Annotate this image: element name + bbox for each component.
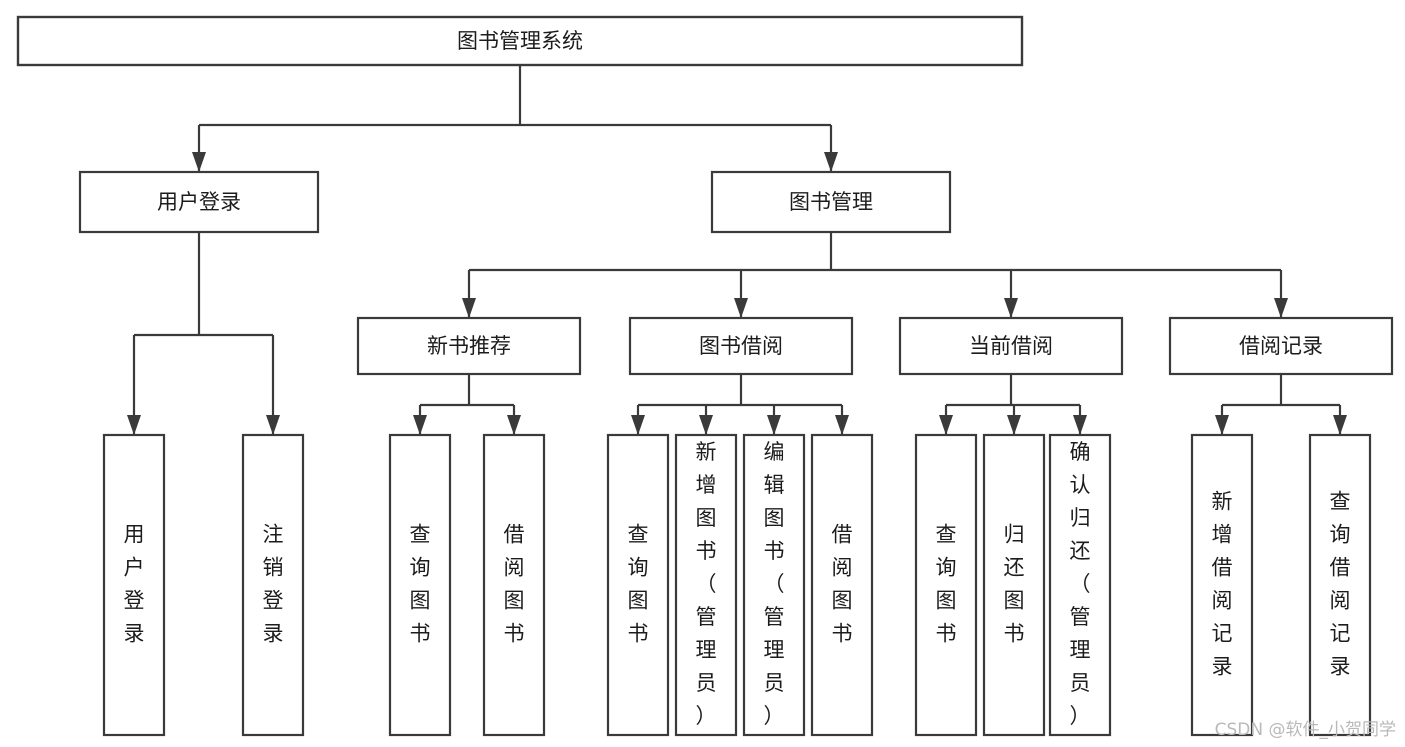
arrow-head-icon — [1073, 415, 1087, 435]
node-leaf-查询图书[interactable]: 查询图书 — [914, 433, 978, 737]
node-leaf-编辑图书管理员[interactable]: 编辑图书（管理员） — [742, 433, 806, 737]
node-leaf-注销登录[interactable]: 注销登录 — [241, 433, 305, 737]
arrow-head-icon — [1215, 415, 1229, 435]
arrow-head-icon — [699, 415, 713, 435]
arrow-head-icon — [127, 415, 141, 435]
node-box[interactable] — [102, 433, 166, 737]
node-leaf-用户登录[interactable]: 用户登录 — [102, 433, 166, 737]
node-box[interactable] — [674, 433, 738, 737]
arrow-head-icon — [824, 152, 838, 172]
node-box[interactable] — [241, 433, 305, 737]
node-level3-新书推荐[interactable]: 新书推荐 — [356, 316, 582, 376]
node-box[interactable] — [606, 433, 670, 737]
node-label: 查询借阅记录 — [1330, 490, 1351, 679]
node-box[interactable] — [914, 433, 978, 737]
node-label: 新增图书（管理员） — [696, 440, 717, 728]
node-box[interactable] — [388, 433, 452, 737]
node-box[interactable] — [482, 433, 546, 737]
node-label: 注销登录 — [263, 523, 284, 646]
node-box[interactable] — [1190, 433, 1254, 737]
node-leaf-确认归还管理员[interactable]: 确认归还（管理员） — [1048, 433, 1112, 737]
arrow-head-icon — [507, 415, 521, 435]
node-label: 图书借阅 — [699, 334, 783, 358]
arrow-head-icon — [462, 298, 476, 318]
node-leaf-查询图书[interactable]: 查询图书 — [606, 433, 670, 737]
arrow-head-icon — [767, 415, 781, 435]
node-box[interactable] — [78, 170, 320, 234]
node-box[interactable] — [1308, 433, 1372, 737]
arrow-head-icon — [1007, 415, 1021, 435]
arrow-head-icon — [413, 415, 427, 435]
node-boxes-layer: 图书管理系统用户登录图书管理新书推荐图书借阅当前借阅借阅记录用户登录注销登录查询… — [16, 15, 1394, 737]
node-level3-借阅记录[interactable]: 借阅记录 — [1168, 316, 1394, 376]
arrow-head-icon — [835, 415, 849, 435]
arrow-head-icon — [1274, 298, 1288, 318]
node-label: 归还图书 — [1004, 523, 1025, 646]
node-box[interactable] — [1168, 316, 1394, 376]
node-box[interactable] — [710, 170, 952, 234]
node-label: 新增借阅记录 — [1212, 490, 1233, 679]
node-label: 当前借阅 — [969, 334, 1053, 358]
node-box[interactable] — [742, 433, 806, 737]
connectors-layer — [127, 65, 1347, 435]
node-label: 用户登录 — [157, 190, 241, 214]
node-leaf-借阅图书[interactable]: 借阅图书 — [482, 433, 546, 737]
node-box[interactable] — [356, 316, 582, 376]
node-box[interactable] — [898, 316, 1124, 376]
node-box[interactable] — [16, 15, 1024, 67]
node-box[interactable] — [1048, 433, 1112, 737]
node-box[interactable] — [810, 433, 874, 737]
node-label: 编辑图书（管理员） — [764, 440, 785, 728]
node-root-图书管理系统[interactable]: 图书管理系统 — [16, 15, 1024, 67]
node-label: 查询图书 — [936, 523, 957, 646]
node-label: 查询图书 — [410, 523, 431, 646]
arrow-head-icon — [192, 152, 206, 172]
arrow-head-icon — [1333, 415, 1347, 435]
node-box[interactable] — [628, 316, 854, 376]
node-label: 借阅图书 — [504, 523, 525, 646]
node-label: 用户登录 — [124, 523, 145, 646]
node-level2-图书管理[interactable]: 图书管理 — [710, 170, 952, 234]
arrow-head-icon — [631, 415, 645, 435]
node-label: 图书管理 — [789, 190, 873, 214]
node-leaf-新增借阅记录[interactable]: 新增借阅记录 — [1190, 433, 1254, 737]
node-label: 借阅图书 — [832, 523, 853, 646]
node-level3-图书借阅[interactable]: 图书借阅 — [628, 316, 854, 376]
arrow-head-icon — [266, 415, 280, 435]
node-label: 借阅记录 — [1239, 334, 1323, 358]
node-level3-当前借阅[interactable]: 当前借阅 — [898, 316, 1124, 376]
node-leaf-查询借阅记录[interactable]: 查询借阅记录 — [1308, 433, 1372, 737]
node-leaf-归还图书[interactable]: 归还图书 — [982, 433, 1046, 737]
csdn-watermark: CSDN @软件_小贺同学 — [1215, 720, 1396, 740]
node-level2-用户登录[interactable]: 用户登录 — [78, 170, 320, 234]
arrow-head-icon — [734, 298, 748, 318]
node-label: 查询图书 — [628, 523, 649, 646]
node-label: 新书推荐 — [427, 334, 511, 358]
node-leaf-新增图书管理员[interactable]: 新增图书（管理员） — [674, 433, 738, 737]
node-box[interactable] — [982, 433, 1046, 737]
arrow-head-icon — [1004, 298, 1018, 318]
node-leaf-借阅图书[interactable]: 借阅图书 — [810, 433, 874, 737]
arrow-head-icon — [939, 415, 953, 435]
node-label: 确认归还（管理员） — [1070, 440, 1091, 728]
node-label: 图书管理系统 — [457, 29, 583, 53]
node-leaf-查询图书[interactable]: 查询图书 — [388, 433, 452, 737]
